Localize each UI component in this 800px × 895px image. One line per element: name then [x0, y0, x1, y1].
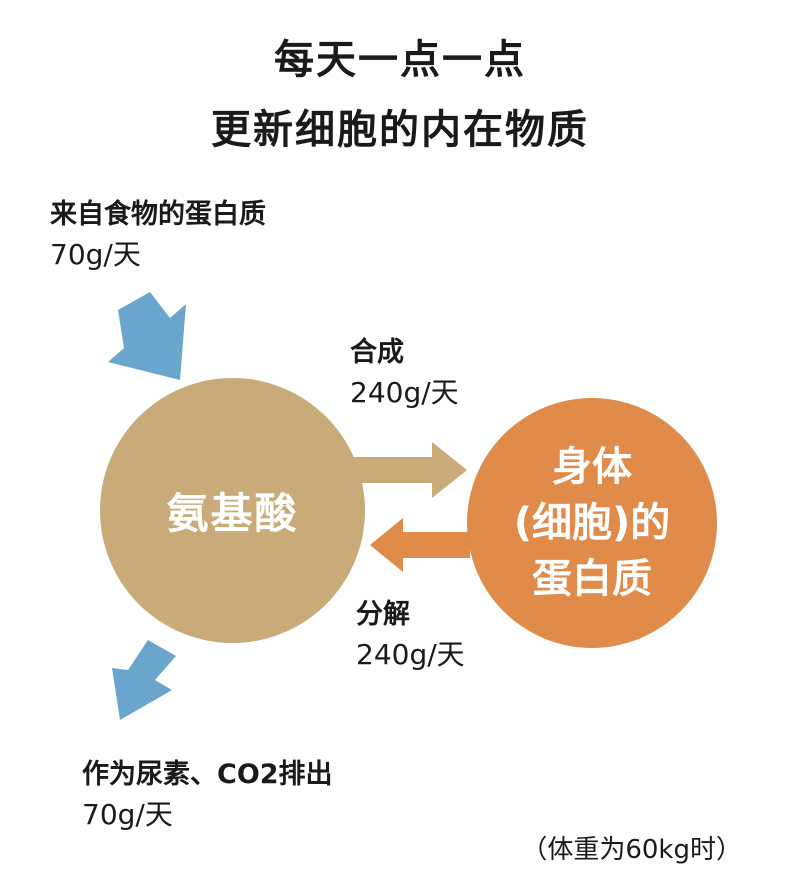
intake-amount: 70g/天 [50, 238, 141, 271]
excretion-label-text: 作为尿素、CO2排出 [82, 759, 333, 790]
body-protein-line-3: 蛋白质 [532, 556, 652, 602]
title-line-1: 每天一点一点 [274, 37, 526, 83]
decomposition-amount: 240g/天 [356, 638, 465, 671]
body-protein-line-1: 身体 [552, 444, 632, 490]
body-protein-line-2: (细胞)的 [513, 500, 671, 546]
synthesis-label-text: 合成 [350, 337, 404, 368]
title-line-2: 更新细胞的内在物质 [211, 107, 589, 153]
intake-label-text: 来自食物的蛋白质 [50, 199, 266, 230]
intake-arrow [108, 292, 186, 380]
excretion-amount: 70g/天 [82, 798, 173, 831]
decomposition-arrow [370, 518, 470, 572]
excretion-label: 作为尿素、CO2排出 70g/天 [82, 755, 333, 835]
amino-acid-label: 氨基酸 [166, 489, 299, 538]
body-protein-circle: 身体 (细胞)的 蛋白质 [467, 398, 717, 648]
decomposition-label-text: 分解 [356, 599, 410, 630]
decomposition-label: 分解 240g/天 [356, 595, 465, 675]
excretion-arrow [112, 640, 176, 720]
synthesis-arrow [352, 442, 467, 498]
synthesis-amount: 240g/天 [350, 376, 459, 409]
amino-acid-circle: 氨基酸 [100, 378, 365, 643]
intake-label: 来自食物的蛋白质 70g/天 [50, 195, 266, 275]
body-weight-note: （体重为60kg时） [521, 835, 742, 865]
synthesis-label: 合成 240g/天 [350, 333, 459, 413]
